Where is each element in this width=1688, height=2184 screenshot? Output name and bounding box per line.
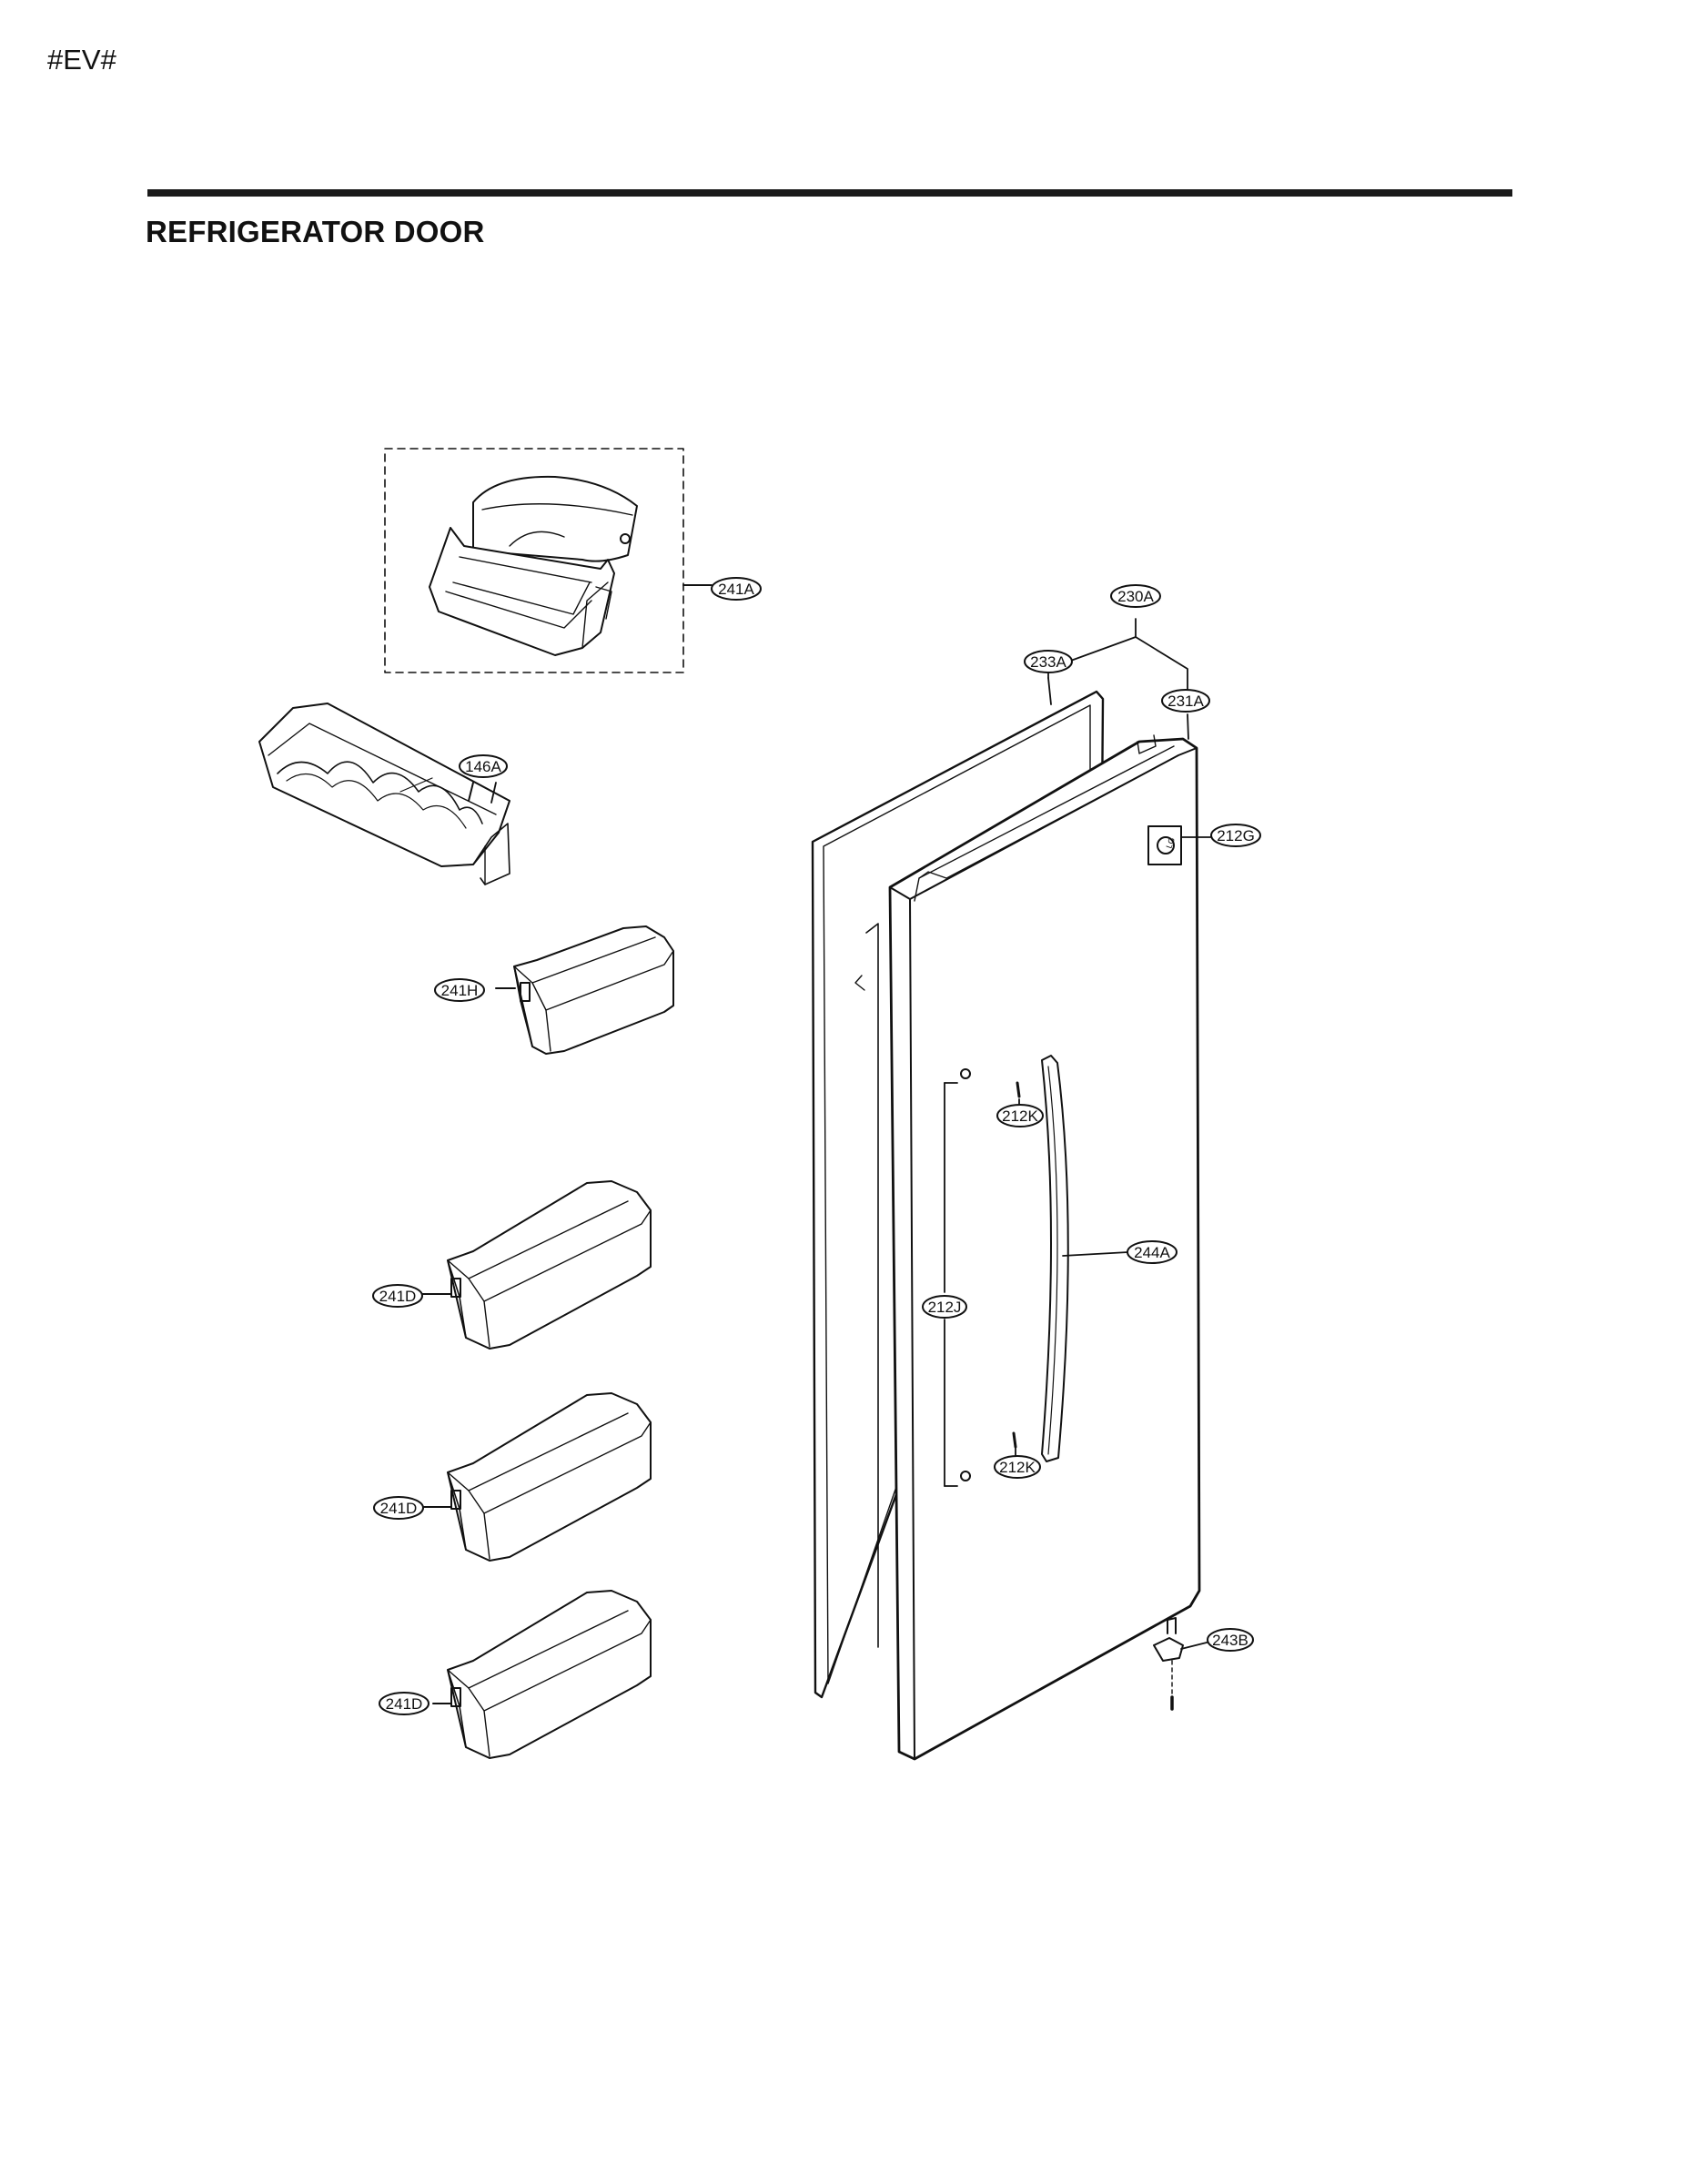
door-hinge-part (1153, 1617, 1184, 1711)
callout-233A: 233A (1024, 650, 1073, 673)
callout-241A: 241A (711, 577, 762, 601)
refrigerator-door-part: LG (888, 734, 1201, 1761)
svg-text:241H: 241H (441, 982, 479, 999)
svg-text:243B: 243B (1212, 1632, 1248, 1649)
callout-146A: 146A (459, 754, 508, 778)
door-bin-241H-part (495, 925, 674, 1055)
svg-text:212K: 212K (999, 1459, 1036, 1476)
svg-text:231A: 231A (1167, 693, 1204, 710)
dairy-bin-part (384, 448, 713, 673)
leader-lines (490, 618, 1211, 1650)
callout-241H: 241H (434, 978, 485, 1002)
callout-212J: 212J (922, 1295, 967, 1319)
svg-text:212J: 212J (928, 1299, 962, 1316)
door-bin-241D-2-part (423, 1392, 652, 1562)
title-rule (147, 189, 1512, 197)
callout-212K-1: 212K (996, 1104, 1044, 1127)
logo-text: LG (1164, 836, 1177, 850)
svg-text:241D: 241D (379, 1288, 417, 1305)
callout-241D-2: 241D (373, 1496, 424, 1520)
callout-231A: 231A (1161, 689, 1210, 713)
svg-text:146A: 146A (465, 758, 501, 775)
door-handle-part (1041, 1055, 1069, 1462)
dashed-group-box (384, 448, 684, 673)
svg-text:233A: 233A (1030, 653, 1066, 671)
page-code: #EV# (47, 44, 116, 76)
page-title: REFRIGERATOR DOOR (146, 215, 485, 248)
callout-243B: 243B (1207, 1628, 1254, 1652)
door-bin-241D-3-part (432, 1590, 652, 1759)
callout-212K-2: 212K (994, 1455, 1041, 1479)
svg-text:241D: 241D (386, 1695, 423, 1713)
callout-230A: 230A (1110, 584, 1161, 608)
callout-244A: 244A (1127, 1240, 1178, 1264)
callout-212G: 212G (1210, 824, 1261, 847)
svg-text:230A: 230A (1117, 588, 1154, 605)
svg-text:244A: 244A (1134, 1244, 1170, 1261)
svg-text:212K: 212K (1002, 1107, 1038, 1125)
svg-text:241A: 241A (718, 581, 754, 598)
door-bin-241D-1-part (421, 1180, 652, 1350)
svg-text:241D: 241D (380, 1500, 418, 1517)
handle-screws (960, 1068, 1021, 1481)
callout-241D-1: 241D (372, 1284, 423, 1308)
svg-text:212G: 212G (1217, 827, 1255, 844)
callout-241D-3: 241D (379, 1692, 430, 1715)
egg-tray-part (258, 703, 510, 885)
